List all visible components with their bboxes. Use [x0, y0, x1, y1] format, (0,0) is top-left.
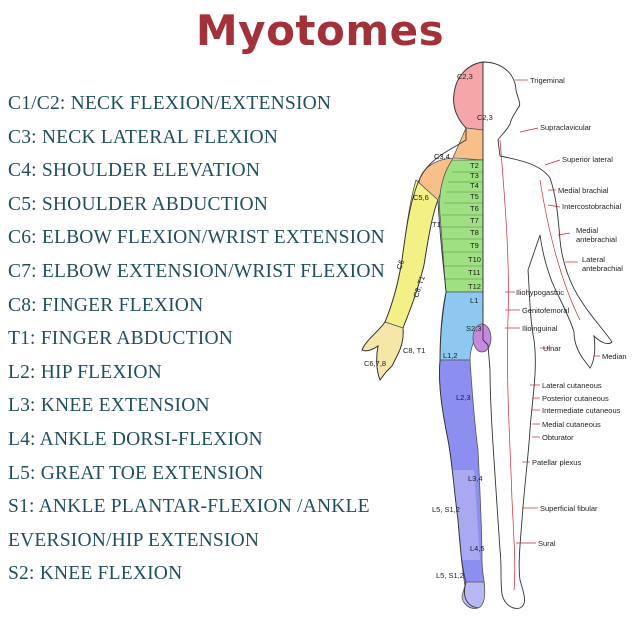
nerve-label: Medial [576, 226, 598, 235]
nerve-label: Posterior cutaneous [542, 394, 609, 403]
segment-label: T2 [470, 161, 479, 170]
nerve-label: Medial cutaneous [542, 420, 601, 429]
nerve-label: Median [602, 352, 627, 361]
segment-label: C2,3 [477, 113, 493, 122]
segment-label: T5 [470, 192, 479, 201]
segment-label: T9 [470, 241, 479, 250]
segment-label: T4 [470, 181, 479, 190]
segment-label: C2,3 [457, 72, 473, 81]
segment-label: L2,3 [456, 393, 471, 402]
list-item: S1: ANKLE PLANTAR-FLEXION /ANKLE [8, 496, 370, 518]
list-item: L3: KNEE EXTENSION [8, 395, 210, 417]
nerve-label: Iliohypogastric [516, 288, 564, 297]
nerve-label: Superficial fibular [540, 504, 598, 513]
segment-label: L4,5 [470, 544, 485, 553]
list-item: S2: KNEE FLEXION [8, 563, 183, 585]
list-item: C1/C2: NECK FLEXION/EXTENSION [8, 93, 332, 114]
list-item: C7: ELBOW EXTENSION/WRIST FLEXION [8, 260, 385, 282]
segment-label: S2,3 [466, 324, 481, 333]
nerve-label: Medial brachial [558, 186, 609, 195]
page-title: Myotomes [195, 6, 445, 55]
nerve-label: Intercostobrachial [562, 202, 622, 211]
segment-label: L1,2 [443, 351, 458, 360]
segment-label: C6 [394, 259, 406, 271]
nerve-label: Lateral cutaneous [542, 381, 602, 390]
body-dermatome-figure: C2,3 C2,3 C3,4 C5,6 T1 C6 C8, T1 C8, T1 … [361, 61, 627, 609]
segment-label: L3,4 [468, 474, 483, 483]
list-item: T1: FINGER ABDUCTION [8, 328, 234, 350]
myotome-list: C1/C2: NECK FLEXION/EXTENSION C3: NECK L… [8, 90, 385, 594]
list-item: L4: ANKLE DORSI-FLEXION [8, 428, 263, 450]
nerve-label: Trigeminal [530, 76, 565, 85]
segment-label: T3 [470, 171, 479, 180]
nerve-label: Superior lateral [562, 155, 613, 164]
segment-label: T6 [470, 204, 479, 213]
thoracic-band-lines [441, 171, 483, 280]
list-item: L2: HIP FLEXION [8, 361, 162, 383]
segment-label: C8, T1 [403, 346, 425, 355]
nerve-label: Genitofemoral [522, 306, 569, 315]
segment-label: L5, S1,2 [436, 571, 464, 580]
list-item: C4: SHOULDER ELEVATION [8, 160, 261, 182]
nerve-label: antebrachial [582, 264, 623, 273]
segment-label: C6,7,8 [364, 359, 386, 368]
list-item: EVERSION/HIP EXTENSION [8, 529, 260, 551]
nerve-label: Patellar plexus [532, 458, 581, 467]
nerve-label: Obturator [542, 433, 574, 442]
left-body-outline [361, 61, 484, 609]
nerve-label: Ulnar [543, 344, 561, 353]
segment-label: C5,6 [413, 193, 429, 202]
nerve-label: Lateral [582, 255, 605, 264]
nerve-pointer-lines [499, 79, 600, 591]
segment-label: L5, S1,2 [432, 505, 460, 514]
nerve-label: Ilioinguinal [522, 324, 558, 333]
nerve-label: antebrachial [576, 235, 617, 244]
segment-label: L1 [470, 296, 478, 305]
segment-label: T8 [470, 228, 479, 237]
segment-label: C3,4 [434, 152, 450, 161]
segment-label: T10 [468, 255, 481, 264]
segment-label: T11 [468, 268, 480, 277]
right-body-outline [482, 61, 613, 609]
nerve-label: Sural [538, 539, 556, 548]
nerve-label: Intermediate cutaneous [542, 406, 621, 415]
lower-leg-region [452, 470, 480, 560]
segment-label: T12 [468, 282, 481, 291]
sacral-region [472, 323, 492, 353]
list-item: C6: ELBOW FLEXION/WRIST EXTENSION [8, 227, 385, 249]
list-item: L5: GREAT TOE EXTENSION [8, 462, 264, 484]
list-item: C8: FINGER FLEXION [8, 294, 204, 316]
list-item: C5: SHOULDER ABDUCTION [8, 193, 269, 215]
segment-label: T1 [432, 220, 441, 229]
segment-label: T7 [470, 216, 479, 225]
nerve-label: Supraclavicular [540, 123, 592, 132]
list-item: C3: NECK LATERAL FLEXION [8, 126, 279, 148]
